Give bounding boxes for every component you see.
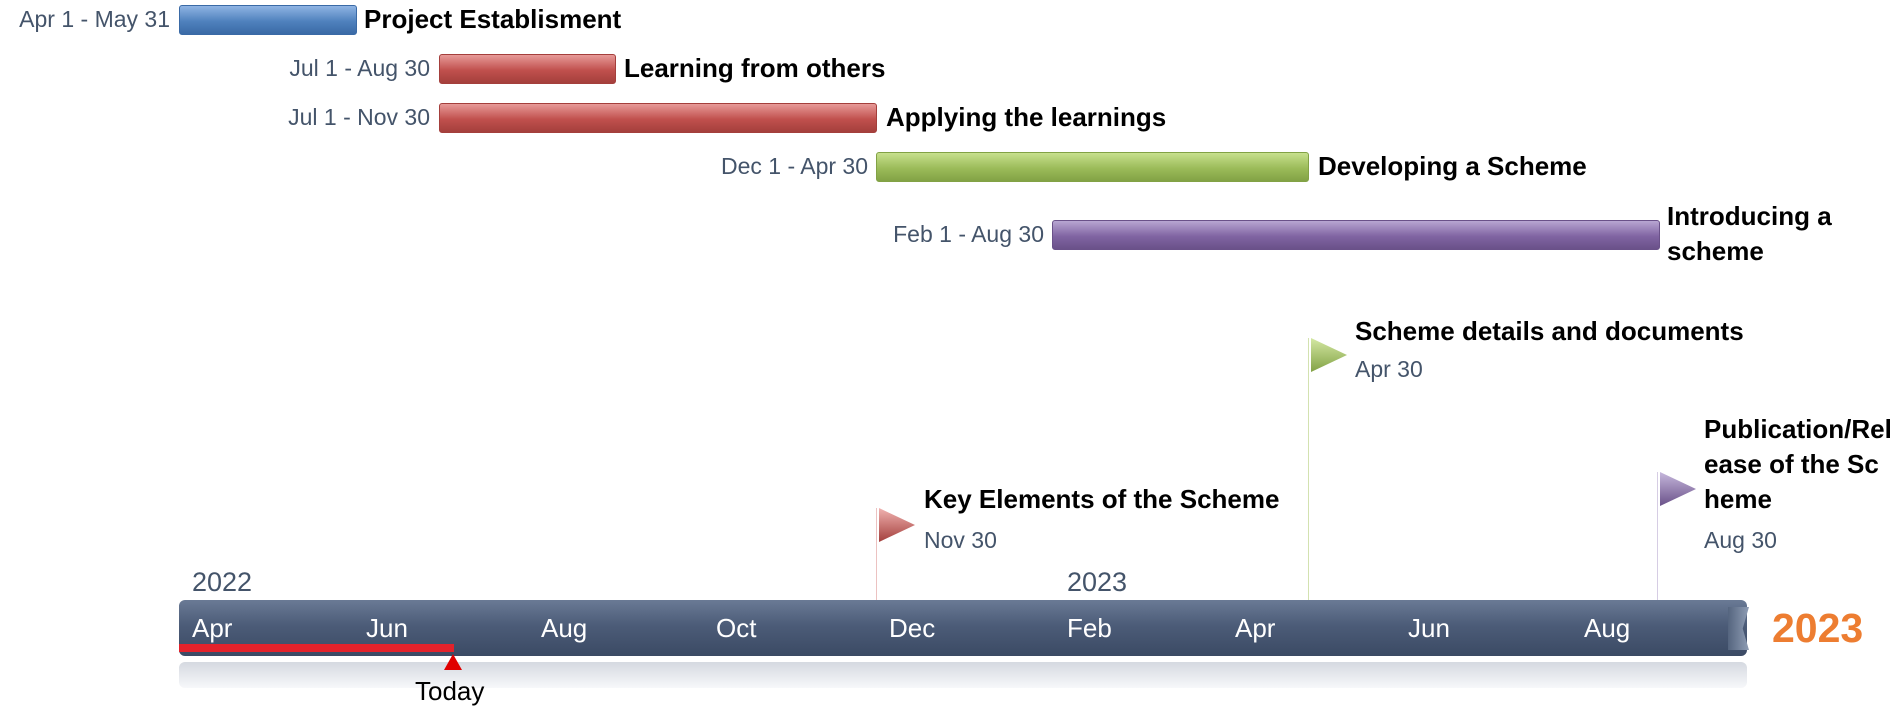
- task-name: Applying the learnings: [886, 102, 1167, 132]
- task-name: Learning from others: [624, 53, 886, 83]
- milestone-stem: [876, 508, 877, 600]
- milestone-name: Publication/Release of the Scheme: [1704, 414, 1892, 514]
- milestone-name: Scheme details and documents: [1355, 316, 1744, 346]
- month-label: Jun: [366, 613, 408, 643]
- task-bar[interactable]: [179, 5, 357, 35]
- task-bar[interactable]: [439, 103, 877, 133]
- milestone-name: Key Elements of the Scheme: [924, 484, 1280, 514]
- month-label: Aug: [1584, 613, 1631, 643]
- month-label: Apr: [1235, 613, 1276, 643]
- month-label: Jun: [1408, 613, 1450, 643]
- end-year-label: 2023: [1772, 605, 1864, 651]
- flag-icon[interactable]: [1658, 470, 1698, 508]
- year-label-mid: 2023: [1067, 567, 1128, 597]
- milestone-date: Apr 30: [1355, 356, 1423, 382]
- task-name: Developing a Scheme: [1318, 151, 1587, 181]
- today-marker-icon[interactable]: [444, 654, 462, 670]
- milestone-stem: [1657, 472, 1658, 600]
- flag-icon[interactable]: [877, 506, 917, 544]
- month-label: Oct: [716, 613, 757, 643]
- task-bar[interactable]: [439, 54, 616, 84]
- timeline-axis-shadow: [179, 662, 1747, 688]
- today-progress-bar: [179, 644, 454, 652]
- task-name: Introducing a scheme: [1667, 201, 1832, 266]
- task-date-range: Jul 1 - Nov 30: [288, 104, 430, 130]
- milestone-date: Nov 30: [924, 527, 997, 553]
- year-label-start: 2022: [192, 567, 253, 597]
- task-bar[interactable]: [876, 152, 1309, 182]
- flag-icon[interactable]: [1309, 336, 1349, 374]
- task-bar[interactable]: [1052, 220, 1660, 250]
- milestone-date: Aug 30: [1704, 527, 1777, 553]
- month-label: Aug: [541, 613, 588, 643]
- task-date-range: Jul 1 - Aug 30: [289, 55, 430, 81]
- month-label: Apr: [192, 613, 233, 643]
- timeline-axis-end: [1728, 607, 1749, 650]
- task-date-range: Feb 1 - Aug 30: [893, 221, 1044, 247]
- task-name: Project Establisment: [364, 4, 622, 34]
- month-label: Dec: [889, 613, 936, 643]
- milestone-stem: [1308, 338, 1309, 600]
- task-date-range: Dec 1 - Apr 30: [720, 153, 868, 179]
- task-date-range: Apr 1 - May 31: [19, 6, 170, 32]
- today-label: Today: [415, 676, 485, 706]
- month-label: Feb: [1067, 613, 1112, 643]
